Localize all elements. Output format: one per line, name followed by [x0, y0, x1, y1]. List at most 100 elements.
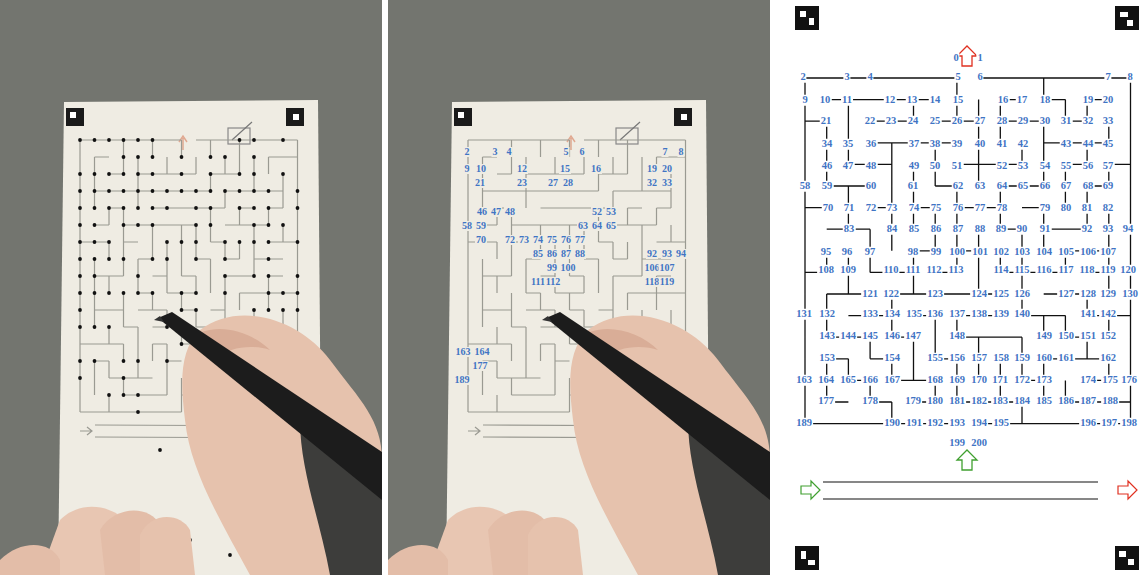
photo-point-number: 9 — [464, 164, 471, 174]
trace-dot — [209, 206, 213, 210]
maze-point-number: 58 — [799, 181, 812, 192]
photo-point-number: 107 — [659, 263, 676, 273]
maze-point-number: 10 — [819, 95, 832, 106]
photo-point-number: 5 — [563, 147, 570, 157]
maze-point-number: 49 — [908, 161, 921, 172]
maze-point-number: 162 — [1099, 353, 1117, 364]
trace-dot — [78, 240, 82, 244]
trace-dot — [180, 155, 184, 159]
maze-point-number: 44 — [1082, 139, 1095, 150]
photo-point-number: 111 — [530, 277, 546, 287]
maze-point-number: 148 — [948, 331, 966, 342]
trace-dot — [267, 240, 271, 244]
trace-dot — [252, 223, 256, 227]
maze-point-number: 41 — [996, 139, 1009, 150]
maze-point-number: 99 — [930, 247, 943, 258]
trace-dot — [107, 206, 111, 210]
maze-point-number: 35 — [842, 139, 855, 150]
trace-dot — [267, 274, 271, 278]
photo-point-number: 85 — [532, 249, 544, 259]
photo-point-number: 7 — [662, 147, 669, 157]
maze-point-number: 1 — [976, 53, 983, 64]
maze-point-number: 65 — [1017, 181, 1030, 192]
maze-point-number: 62 — [952, 181, 965, 192]
maze-point-number: 196 — [1079, 418, 1097, 429]
trace-dot — [252, 189, 256, 193]
trace-dot — [78, 359, 82, 363]
maze-point-number: 133 — [861, 309, 879, 320]
maze-point-number: 86 — [930, 224, 943, 235]
trace-dot — [122, 376, 126, 380]
exit-arrow — [1118, 481, 1137, 499]
maze-point-number: 117 — [1057, 265, 1074, 276]
trace-dot — [238, 138, 242, 142]
trace-dot — [194, 257, 198, 261]
maze-point-number: 153 — [818, 353, 836, 364]
maze-point-number: 177 — [817, 396, 835, 407]
trace-dot — [93, 206, 97, 210]
photo-point-number: 28 — [562, 178, 574, 188]
photo-point-number: 93 — [661, 249, 673, 259]
maze-point-number: 169 — [948, 375, 966, 386]
trace-dot — [136, 291, 140, 295]
maze-point-number: 63 — [974, 181, 987, 192]
maze-point-number: 30 — [1039, 116, 1052, 127]
photo-point-number: 33 — [661, 178, 673, 188]
trace-dot — [122, 206, 126, 210]
maze-point-number: 9 — [801, 95, 808, 106]
trace-dot — [194, 223, 198, 227]
trace-dot — [78, 138, 82, 142]
trace-dot — [122, 223, 126, 227]
trace-dot — [194, 206, 198, 210]
maze-point-number: 118 — [1078, 265, 1095, 276]
trace-dot — [93, 257, 97, 261]
trace-dot — [165, 257, 169, 261]
trace-dot — [180, 308, 184, 312]
photo-point-number: 163 — [455, 347, 472, 357]
maze-point-number: 33 — [1102, 116, 1115, 127]
photo-point-number: 65 — [605, 221, 617, 231]
trace-dot — [165, 240, 169, 244]
trace-dot — [93, 240, 97, 244]
trace-dot — [267, 291, 271, 295]
maze-point-number: 85 — [908, 224, 921, 235]
trace-dot — [209, 155, 213, 159]
maze-point-number: 194 — [970, 418, 988, 429]
maze-point-number: 192 — [926, 418, 944, 429]
maze-point-number: 190 — [883, 418, 901, 429]
maze-point-number: 101 — [971, 247, 989, 258]
maze-point-number: 16 — [997, 95, 1010, 106]
maze-point-number: 111 — [905, 265, 922, 276]
maze-point-number: 37 — [908, 139, 921, 150]
trace-dot — [93, 138, 97, 142]
maze-point-number: 182 — [970, 396, 988, 407]
trace-dot — [194, 240, 198, 244]
maze-point-number: 109 — [839, 265, 857, 276]
maze-point-number: 178 — [861, 396, 879, 407]
maze-point-number: 170 — [970, 375, 988, 386]
trace-dot — [93, 274, 97, 278]
maze-point-number: 102 — [992, 247, 1010, 258]
trace-dot — [180, 291, 184, 295]
trace-dot — [122, 257, 126, 261]
maze-point-number: 75 — [930, 203, 943, 214]
photo-point-number: 53 — [605, 207, 617, 217]
trace-dot — [78, 223, 82, 227]
maze-point-number: 165 — [839, 375, 857, 386]
photo-point-number: 27 — [547, 178, 559, 188]
photo-point-number: 32 — [646, 178, 658, 188]
photo-point-number: 23 — [516, 178, 528, 188]
maze-point-number: 198 — [1120, 418, 1138, 429]
maze-point-number: 64 — [996, 181, 1009, 192]
maze-point-number: 87 — [952, 224, 965, 235]
trace-dot — [180, 172, 184, 176]
trace-dot — [267, 206, 271, 210]
photo-point-number: 77 — [574, 235, 586, 245]
maze-point-number: 77 — [974, 203, 987, 214]
maze-point-number: 116 — [1035, 265, 1052, 276]
trace-dot — [296, 240, 300, 244]
maze-point-number: 38 — [929, 139, 942, 150]
maze-point-number: 183 — [991, 396, 1009, 407]
maze-point-number: 106 — [1079, 247, 1097, 258]
